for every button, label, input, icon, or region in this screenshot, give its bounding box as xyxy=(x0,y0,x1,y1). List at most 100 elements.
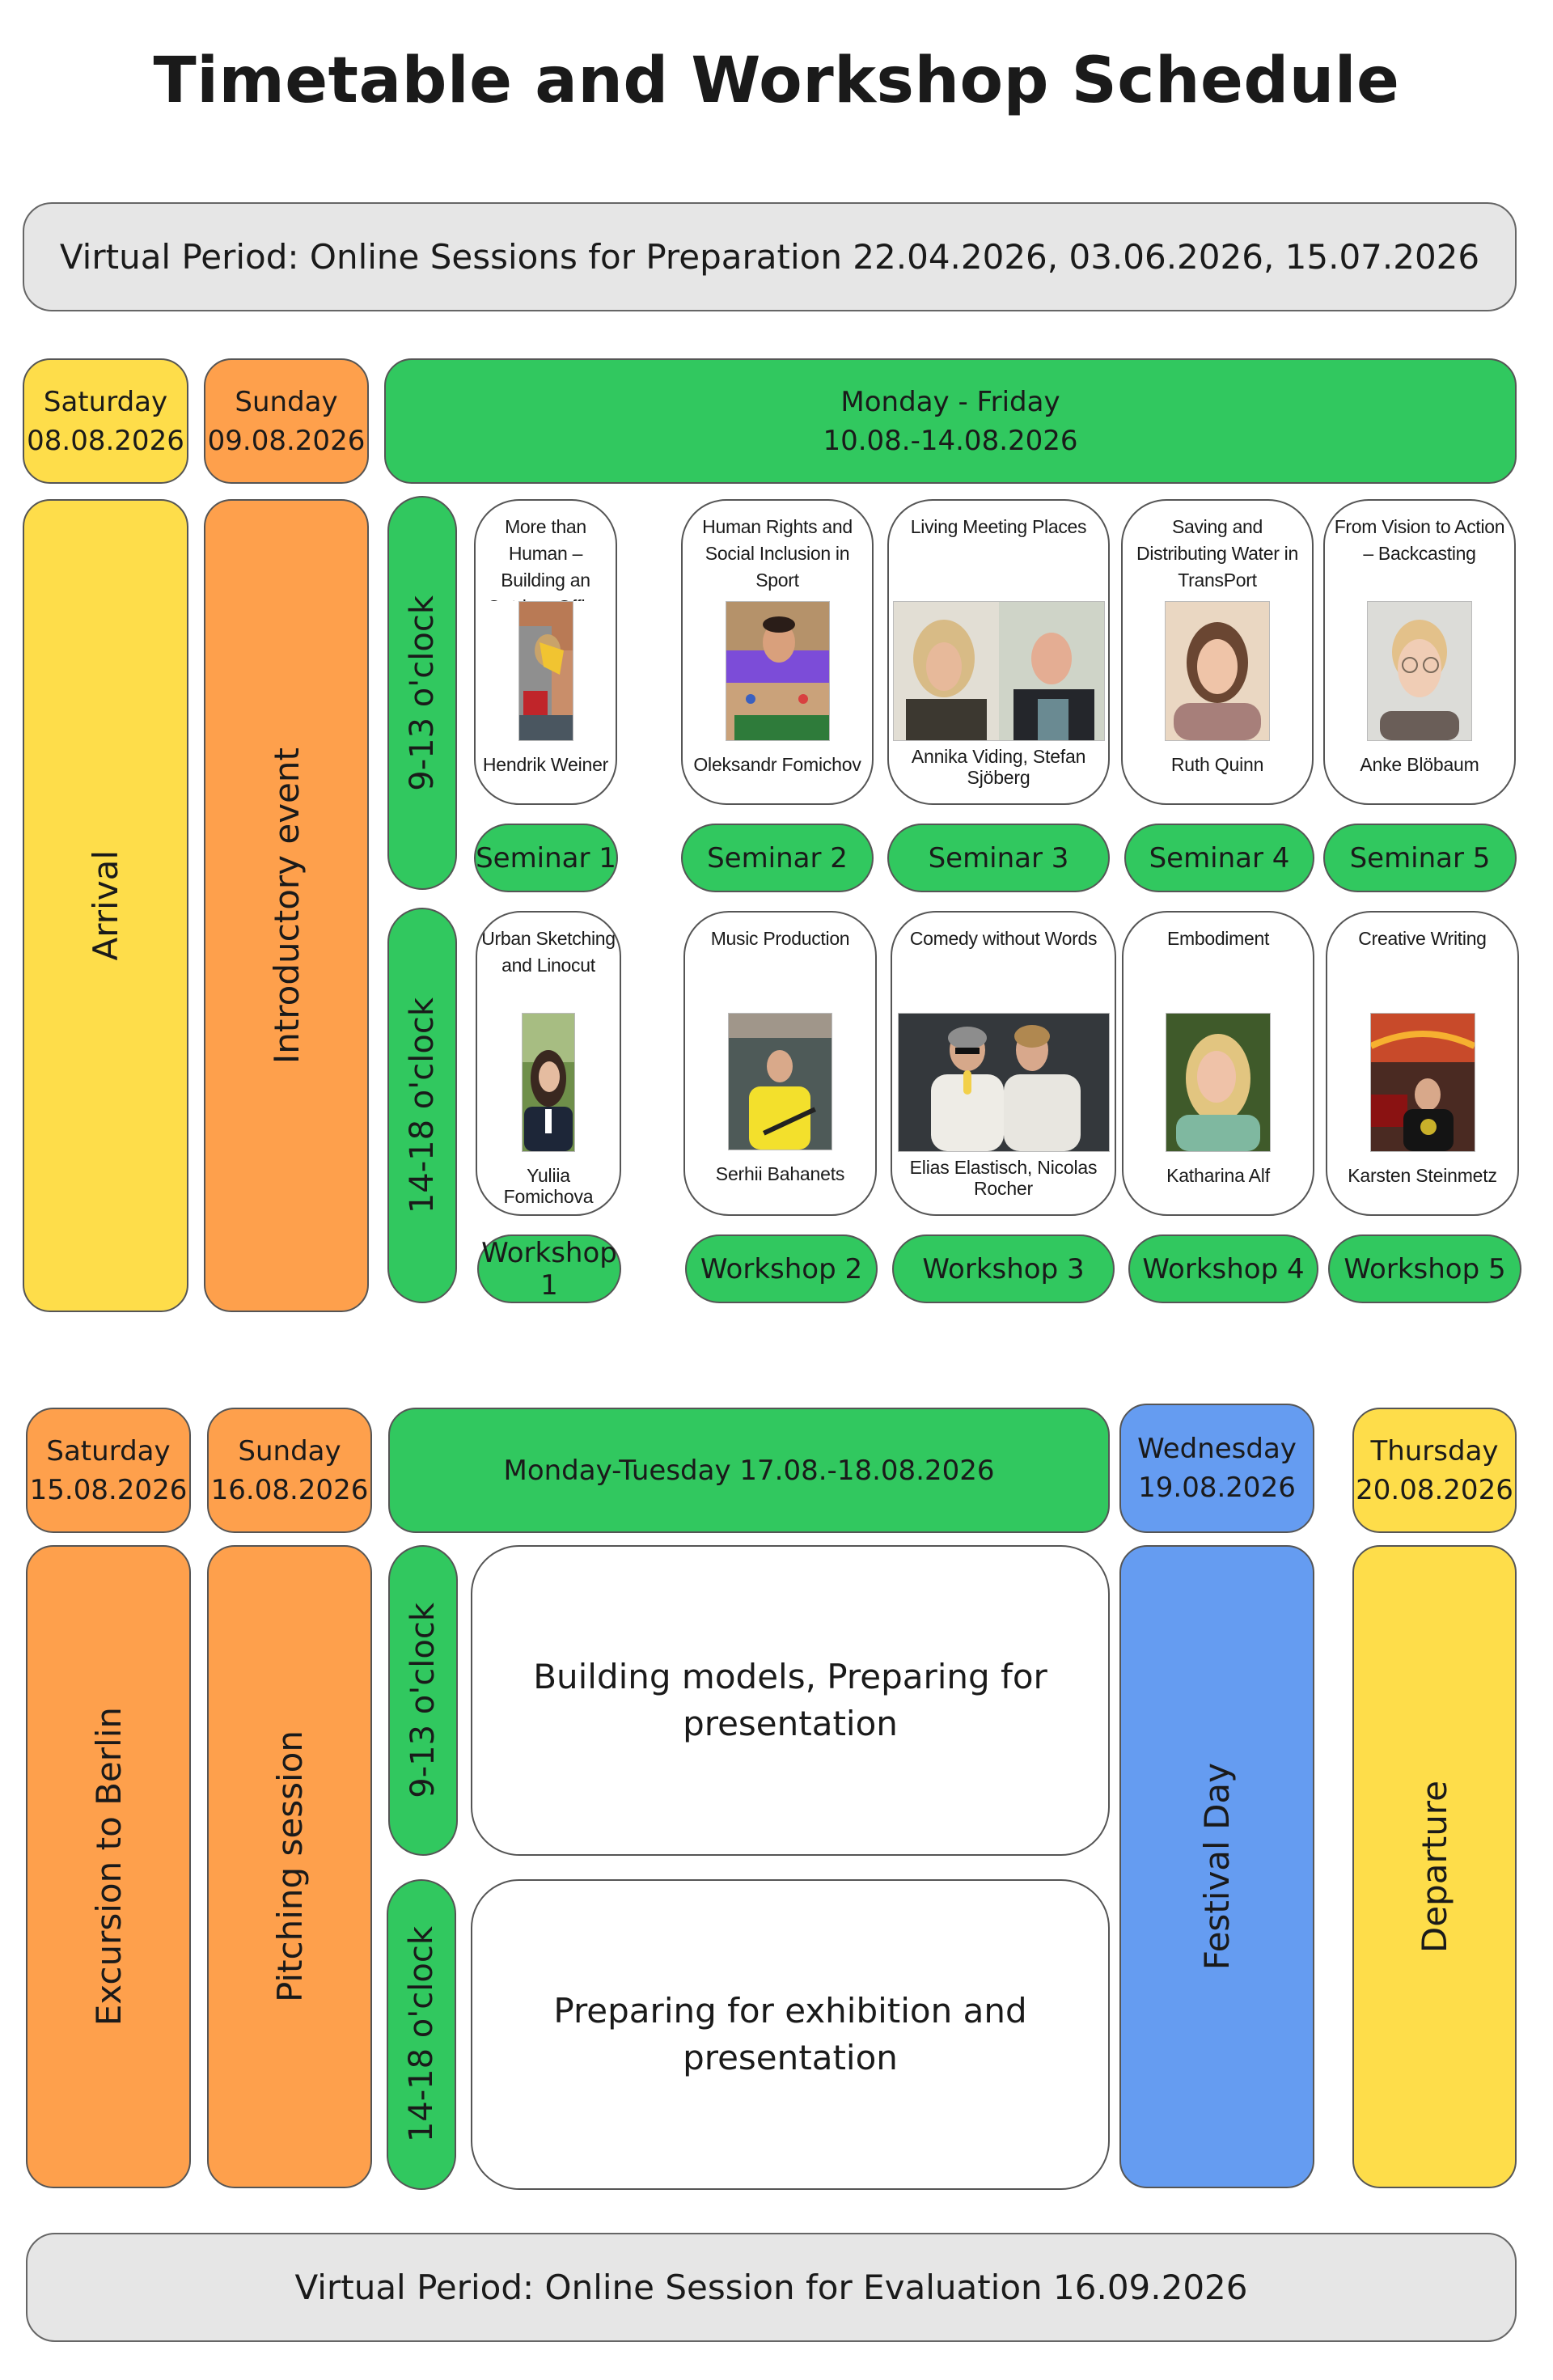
day-header-sunday-1: Sunday 09.08.2026 xyxy=(204,358,369,484)
seminar-label: Seminar 4 xyxy=(1149,841,1290,875)
day-header-sunday-2: Sunday 16.08.2026 xyxy=(207,1408,372,1533)
time-slot-morning-2: 9-13 o'clock xyxy=(388,1545,458,1856)
seminar-photo xyxy=(1367,601,1472,741)
time-slot-label: 14-18 o'clock xyxy=(404,997,441,1214)
pitching-session-label: Pitching session xyxy=(269,1730,310,2003)
workshop-card-2: Music Production Serhii Bahanets xyxy=(683,911,877,1216)
time-slot-label: 14-18 o'clock xyxy=(403,1926,440,2143)
day-date: 15.08.2026 xyxy=(29,1473,188,1506)
day-name: Sunday xyxy=(238,1434,341,1467)
workshop-photo xyxy=(1369,1013,1475,1152)
seminar-card-4: Saving and Distributing Water in TransPo… xyxy=(1121,499,1314,805)
day-header-monday-tuesday: Monday-Tuesday 17.08.-18.08.2026 xyxy=(388,1408,1110,1533)
activity-text: Building models, Preparing for presentat… xyxy=(533,1657,1047,1743)
pitching-session-block: Pitching session xyxy=(207,1545,372,2188)
day-date: 08.08.2026 xyxy=(27,424,184,457)
seminar-title: Human Rights and Social Inclusion in Spo… xyxy=(702,516,853,591)
seminar-leader: Annika Viding, Stefan Sjöberg xyxy=(911,746,1086,788)
workshop-label: Workshop 2 xyxy=(700,1252,863,1285)
seminar-title: From Vision to Action – Backcasting xyxy=(1334,516,1505,564)
excursion-block: Excursion to Berlin xyxy=(26,1545,191,2188)
time-slot-label: 9-13 o'clock xyxy=(404,1603,442,1798)
workshop-card-5: Creative Writing Karsten Steinmetz xyxy=(1326,911,1519,1216)
time-slot-afternoon: 14-18 o'clock xyxy=(387,908,457,1303)
seminar-photo xyxy=(518,601,573,741)
workshop-leader: Katharina Alf xyxy=(1166,1165,1270,1186)
seminar-4-button[interactable]: Seminar 4 xyxy=(1124,824,1314,892)
seminar-5-button[interactable]: Seminar 5 xyxy=(1323,824,1517,892)
day-date: 09.08.2026 xyxy=(207,424,366,457)
seminar-photo xyxy=(725,601,830,741)
day-name: Thursday xyxy=(1370,1434,1499,1467)
arrival-label: Arrival xyxy=(86,850,125,961)
seminar-leader: Oleksandr Fomichov xyxy=(693,754,861,775)
seminar-label: Seminar 5 xyxy=(1349,841,1491,875)
departure-label: Departure xyxy=(1415,1780,1454,1954)
seminar-3-button[interactable]: Seminar 3 xyxy=(887,824,1110,892)
workshop-photo xyxy=(728,1013,832,1150)
workshop-card-3: Comedy without Words Elias Elastisch, Ni… xyxy=(891,911,1116,1216)
workshop-photo xyxy=(1166,1013,1271,1152)
day-name: Sunday xyxy=(235,385,338,418)
seminar-label: Seminar 1 xyxy=(476,841,616,875)
day-name: Saturday xyxy=(46,1434,171,1467)
seminar-label: Seminar 2 xyxy=(707,841,848,875)
seminar-title: More than Human – Building an Outdoor Of… xyxy=(487,516,604,601)
workshop-title: Urban Sketching and Linocut xyxy=(481,928,616,976)
seminar-card-5: From Vision to Action – Backcasting Anke… xyxy=(1323,499,1516,805)
workshop-5-button[interactable]: Workshop 5 xyxy=(1328,1234,1521,1303)
day-name: Monday-Tuesday 17.08.-18.08.2026 xyxy=(503,1454,995,1487)
seminar-photo xyxy=(892,601,1105,741)
workshop-label: Workshop 1 xyxy=(481,1236,617,1302)
seminar-photo xyxy=(1165,601,1270,741)
virtual-period-evaluation-text: Virtual Period: Online Session for Evalu… xyxy=(294,2268,1248,2307)
day-date: 16.08.2026 xyxy=(210,1473,369,1506)
day-date: 19.08.2026 xyxy=(1138,1472,1296,1504)
excursion-label: Excursion to Berlin xyxy=(88,1707,129,2026)
introductory-event-label: Introductory event xyxy=(266,747,307,1065)
workshop-1-button[interactable]: Workshop 1 xyxy=(477,1234,621,1303)
workshop-2-button[interactable]: Workshop 2 xyxy=(685,1234,878,1303)
workshop-label: Workshop 5 xyxy=(1344,1252,1506,1285)
workshop-title: Comedy without Words xyxy=(909,928,1098,949)
day-name: Monday - Friday xyxy=(840,385,1060,418)
virtual-period-preparation-text: Virtual Period: Online Sessions for Prep… xyxy=(59,237,1480,277)
workshop-label: Workshop 4 xyxy=(1142,1252,1305,1285)
virtual-period-preparation: Virtual Period: Online Sessions for Prep… xyxy=(23,202,1517,311)
departure-block: Departure xyxy=(1352,1545,1517,2188)
activity-afternoon: Preparing for exhibition and presentatio… xyxy=(471,1879,1110,2190)
workshop-card-4: Embodiment Katharina Alf xyxy=(1122,911,1314,1216)
workshop-title: Embodiment xyxy=(1166,928,1270,949)
day-header-saturday-2: Saturday 15.08.2026 xyxy=(26,1408,191,1533)
time-slot-morning: 9-13 o'clock xyxy=(387,496,457,890)
workshop-4-button[interactable]: Workshop 4 xyxy=(1128,1234,1318,1303)
workshop-leader: Serhii Bahanets xyxy=(715,1163,845,1184)
seminar-2-button[interactable]: Seminar 2 xyxy=(681,824,874,892)
workshop-leader: Karsten Steinmetz xyxy=(1348,1165,1497,1186)
time-slot-afternoon-2: 14-18 o'clock xyxy=(387,1879,456,2190)
day-header-wednesday: Wednesday 19.08.2026 xyxy=(1119,1404,1314,1533)
introductory-event-block: Introductory event xyxy=(204,499,369,1312)
day-header-saturday-1: Saturday 08.08.2026 xyxy=(23,358,188,484)
seminar-1-button[interactable]: Seminar 1 xyxy=(474,824,618,892)
seminar-card-2: Human Rights and Social Inclusion in Spo… xyxy=(681,499,874,805)
seminar-card-1: More than Human – Building an Outdoor Of… xyxy=(474,499,617,805)
seminar-title: Saving and Distributing Water in TransPo… xyxy=(1136,516,1298,591)
workshop-label: Workshop 3 xyxy=(922,1252,1085,1285)
page-title: Timetable and Workshop Schedule xyxy=(153,44,1400,117)
day-header-monday-friday: Monday - Friday 10.08.-14.08.2026 xyxy=(384,358,1517,484)
virtual-period-evaluation: Virtual Period: Online Session for Evalu… xyxy=(26,2233,1517,2342)
day-header-thursday: Thursday 20.08.2026 xyxy=(1352,1408,1517,1533)
day-name: Wednesday xyxy=(1137,1433,1297,1465)
workshop-title: Music Production xyxy=(710,928,850,949)
activity-text: Preparing for exhibition and presentatio… xyxy=(553,1991,1027,2077)
workshop-card-1: Urban Sketching and Linocut Yuliia Fomic… xyxy=(476,911,621,1216)
workshop-title: Creative Writing xyxy=(1358,928,1487,949)
seminar-title: Living Meeting Places xyxy=(910,516,1087,537)
day-date: 10.08.-14.08.2026 xyxy=(823,424,1078,457)
workshop-leader: Yuliia Fomichova xyxy=(503,1165,594,1207)
activity-morning: Building models, Preparing for presentat… xyxy=(471,1545,1110,1856)
workshop-3-button[interactable]: Workshop 3 xyxy=(892,1234,1115,1303)
seminar-label: Seminar 3 xyxy=(928,841,1069,875)
seminar-leader: Anke Blöbaum xyxy=(1360,754,1479,775)
